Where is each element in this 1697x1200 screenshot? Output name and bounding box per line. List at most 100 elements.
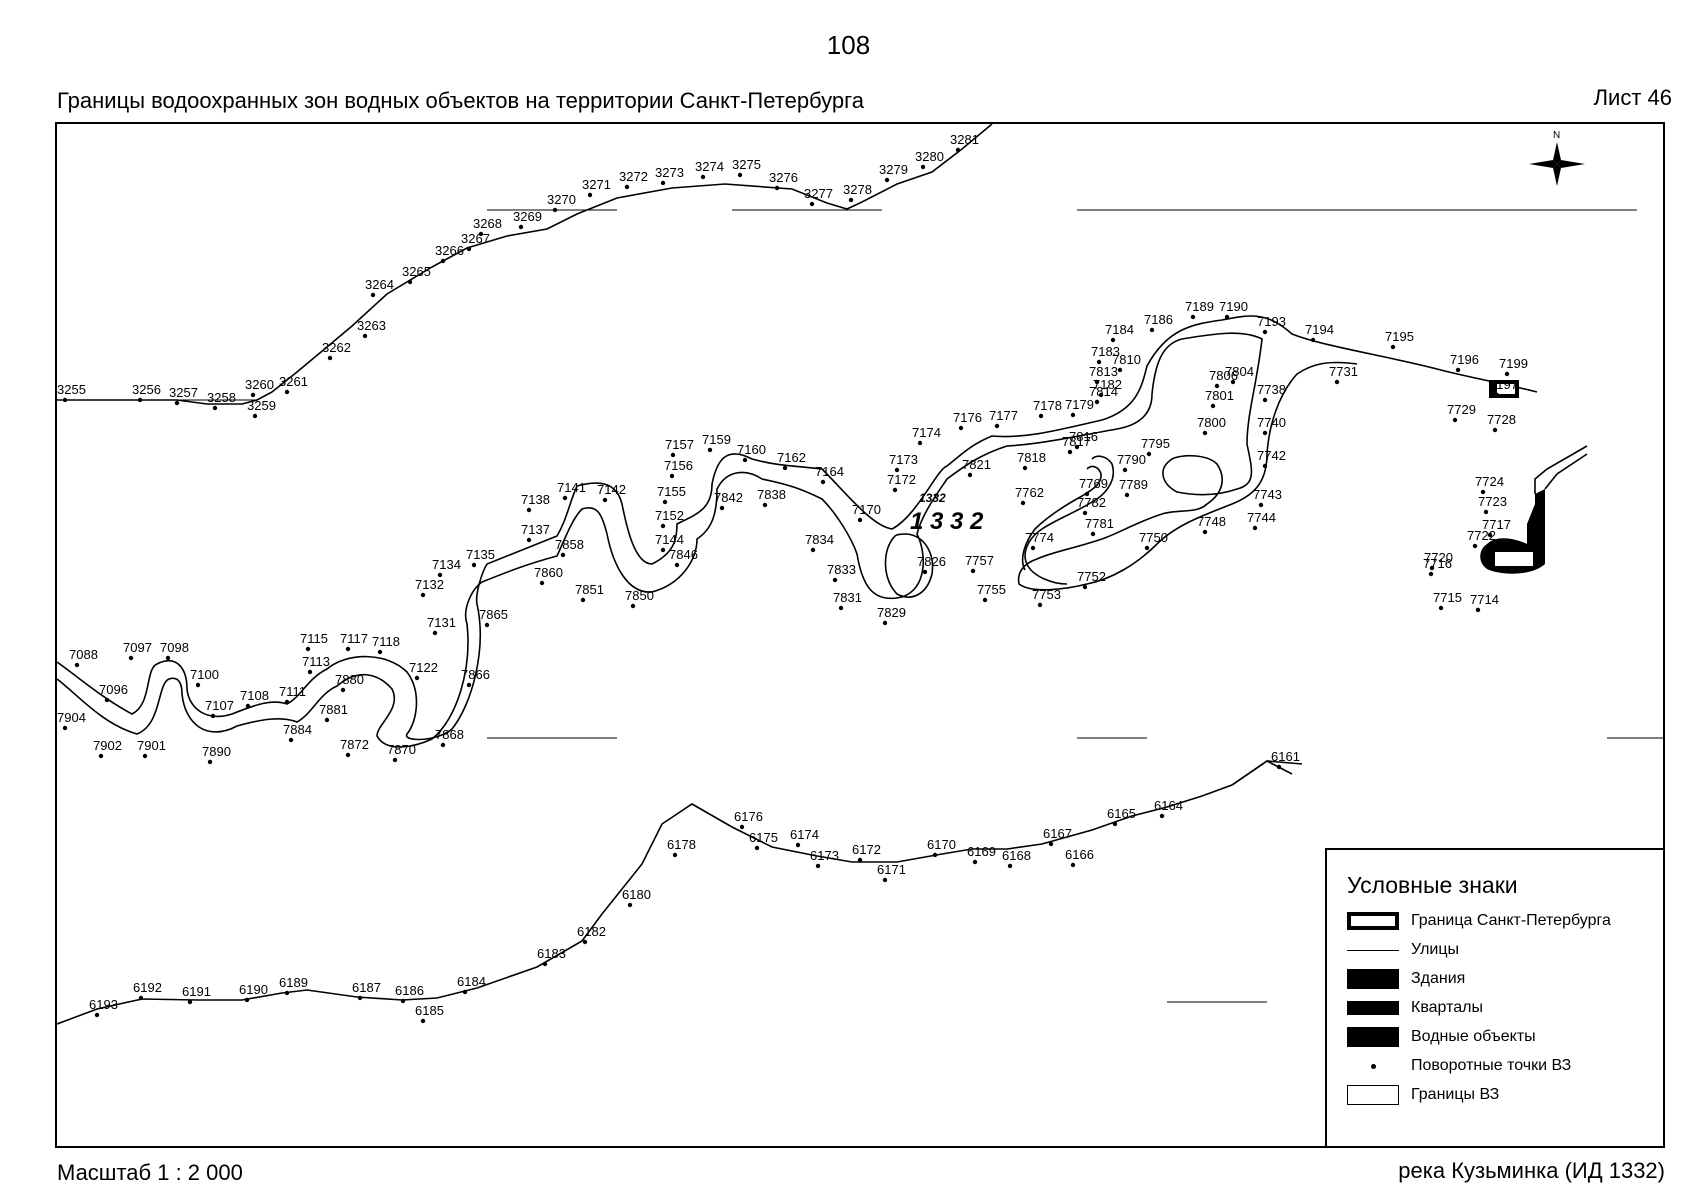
turning-point-label: 7186 [1144,312,1173,327]
turning-point-icon [920,164,926,170]
turning-point-icon [462,989,468,995]
turning-point-icon [305,646,311,652]
turning-point-icon [1090,531,1096,537]
turning-point-label: 7813 [1089,364,1118,379]
turning-point-icon [1007,863,1013,869]
legend-label: Поворотные точки ВЗ [1411,1057,1572,1074]
turning-point-icon [1455,367,1461,373]
turning-point-icon [1480,489,1486,495]
bottom-wz-boundary-apex [1231,760,1293,786]
turning-point-icon [994,423,1000,429]
turning-point-label: 7904 [57,710,86,725]
turning-point-icon [478,231,484,237]
turning-point-icon [1159,813,1165,819]
turning-point-icon [1144,545,1150,551]
legend-item-streets: Улицы [1345,937,1459,963]
turning-point-icon [195,682,201,688]
turning-point-label: 7804 [1225,364,1254,379]
turning-point-icon [815,863,821,869]
turning-point-label: 7715 [1433,590,1462,605]
turning-point-label: 7826 [917,554,946,569]
turning-point-label: 7816 [1069,429,1098,444]
turning-point-label: 3265 [402,264,431,279]
turning-point-icon [662,499,668,505]
turning-point-icon [1038,413,1044,419]
turning-point-label: 7838 [757,487,786,502]
turning-point-label: 6186 [395,983,424,998]
water-object-id-large: 1 3 3 2 [910,508,984,535]
turning-point-label: 7724 [1475,474,1504,489]
turning-point-icon [707,447,713,453]
turning-point-label: 7902 [93,738,122,753]
turning-point-icon [539,580,545,586]
turning-point-icon [345,752,351,758]
turning-point-label: 7790 [1117,452,1146,467]
turning-point-icon [1258,502,1264,508]
turning-point-icon [210,713,216,719]
turning-point-label: 6173 [810,848,839,863]
turning-point-label: 7183 [1091,344,1120,359]
turning-point-label: 7834 [805,532,834,547]
turning-point-label: 7195 [1385,329,1414,344]
turning-point-icon [1202,529,1208,535]
turning-point-label: 7858 [555,537,584,552]
turning-point-label: 7829 [877,605,906,620]
turning-point-icon [252,413,258,419]
turning-point-label: 7157 [665,437,694,452]
turning-point-icon [882,877,888,883]
turning-point-icon [484,622,490,628]
turning-point-icon [1146,451,1152,457]
turning-point-label: 6185 [415,1003,444,1018]
turning-point-icon [244,997,250,1003]
legend-item-city-boundary: Граница Санкт-Петербурга [1345,908,1611,934]
turning-point-label: 7142 [597,482,626,497]
turning-point-icon [1438,605,1444,611]
turning-point-icon [958,425,964,431]
turning-point-label: 7720 [1424,550,1453,565]
turning-point-icon [174,400,180,406]
turning-point-label: 7800 [1197,415,1226,430]
turning-point-icon [542,961,548,967]
turning-point-label: 3273 [655,165,684,180]
wz-boundary-icon [1347,1085,1399,1105]
turning-point-label: 7197 [1489,377,1518,392]
turning-point-icon [1262,397,1268,403]
turning-point-label: 7722 [1467,528,1496,543]
turning-point-label: 3279 [879,162,908,177]
turning-point-icon [1429,565,1435,571]
turning-point-label: 6161 [1271,749,1300,764]
turning-point-label: 7156 [664,458,693,473]
turning-point-label: 6193 [89,997,118,1012]
turning-point-icon [62,725,68,731]
turning-point-icon [1262,430,1268,436]
river-south-bank [57,332,1358,748]
turning-point-icon [94,1012,100,1018]
water-object-icon [1347,1027,1399,1047]
turning-point-label: 7789 [1119,477,1148,492]
turning-point-icon [1202,430,1208,436]
turning-point-label: 7179 [1065,397,1094,412]
turning-point-icon [1112,821,1118,827]
turning-point-icon [142,753,148,759]
turning-point-icon [1210,403,1216,409]
turning-point-icon [1096,359,1102,365]
turning-point-label: 7118 [372,634,400,649]
legend-label: Граница Санкт-Петербурга [1411,912,1611,929]
turning-point-icon [982,597,988,603]
page-number: 108 [826,30,871,60]
turning-point-icon [128,655,134,661]
turning-point-label: 6175 [749,830,778,845]
turning-point-icon [400,998,406,1004]
turning-point-label: 6171 [877,862,906,877]
turning-point-icon [922,569,928,575]
turning-point-label: 3258 [207,390,236,405]
turning-point-icon [1214,383,1220,389]
turning-point-icon [882,620,888,626]
turning-point-label: 7817 [1062,434,1091,449]
turning-point-label: 3271 [582,177,611,192]
turning-point-label: 7740 [1257,415,1286,430]
turning-point-label: 6189 [279,975,308,990]
turning-point-icon [307,669,313,675]
